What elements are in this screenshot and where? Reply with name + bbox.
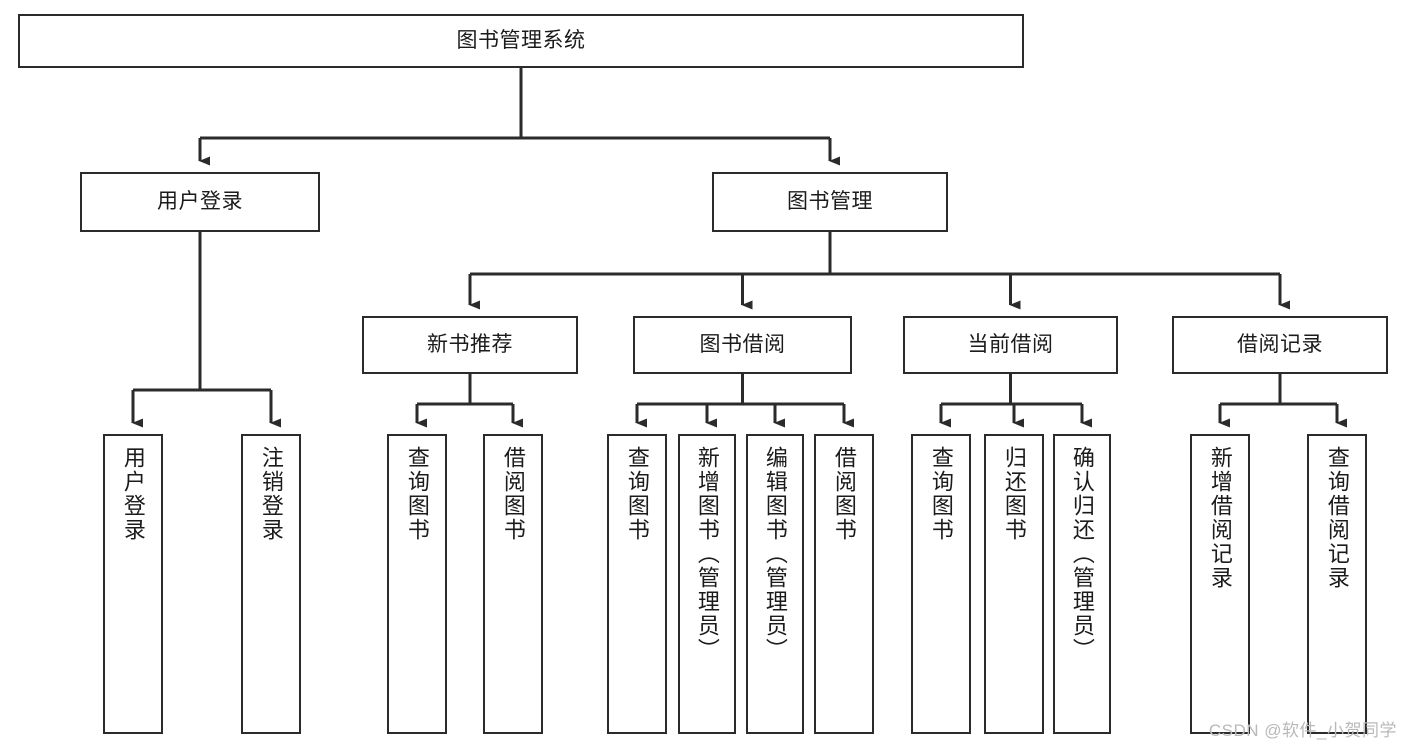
node-leaf-query-record[interactable]: 查询借阅记录 [1307, 434, 1367, 734]
node-label-leaf-query-book-borrow: 查询图书 [624, 446, 650, 542]
node-label-book-manage: 图书管理 [787, 189, 873, 213]
node-book-manage[interactable]: 图书管理 [712, 172, 948, 232]
node-leaf-user-logout[interactable]: 注销登录 [241, 434, 301, 734]
node-leaf-confirm-return[interactable]: 确认归还（管理员） [1053, 434, 1111, 734]
node-borrow-record[interactable]: 借阅记录 [1172, 316, 1388, 374]
node-label-book-borrow: 图书借阅 [699, 332, 786, 356]
node-label-leaf-user-logout: 注销登录 [258, 446, 284, 542]
node-label-leaf-add-book: 新增图书（管理员） [694, 446, 720, 662]
node-root[interactable]: 图书管理系统 [18, 14, 1024, 68]
node-label-current-borrow: 当前借阅 [967, 332, 1054, 356]
node-label-root: 图书管理系统 [456, 28, 586, 52]
node-label-leaf-borrow-book-rec: 借阅图书 [500, 446, 526, 542]
node-leaf-add-record[interactable]: 新增借阅记录 [1190, 434, 1250, 734]
node-label-leaf-borrow-book: 借阅图书 [831, 446, 857, 542]
node-label-leaf-add-record: 新增借阅记录 [1207, 446, 1233, 590]
node-label-new-book-rec: 新书推荐 [427, 332, 513, 356]
node-leaf-query-book-borrow[interactable]: 查询图书 [607, 434, 667, 734]
node-label-borrow-record: 借阅记录 [1237, 332, 1323, 356]
node-leaf-query-book-current[interactable]: 查询图书 [911, 434, 971, 734]
node-label-leaf-query-record: 查询借阅记录 [1324, 446, 1350, 590]
node-leaf-edit-book[interactable]: 编辑图书（管理员） [746, 434, 804, 734]
node-label-leaf-return-book: 归还图书 [1001, 446, 1027, 542]
node-leaf-add-book[interactable]: 新增图书（管理员） [678, 434, 736, 734]
node-label-user-login: 用户登录 [157, 189, 243, 213]
node-leaf-borrow-book[interactable]: 借阅图书 [814, 434, 874, 734]
node-leaf-borrow-book-rec[interactable]: 借阅图书 [483, 434, 543, 734]
node-label-leaf-edit-book: 编辑图书（管理员） [762, 446, 788, 662]
node-leaf-user-login[interactable]: 用户登录 [103, 434, 163, 734]
node-book-borrow[interactable]: 图书借阅 [633, 316, 852, 374]
node-user-login[interactable]: 用户登录 [80, 172, 320, 232]
node-label-leaf-confirm-return: 确认归还（管理员） [1069, 446, 1095, 662]
node-label-leaf-user-login: 用户登录 [120, 446, 146, 542]
node-current-borrow[interactable]: 当前借阅 [903, 316, 1118, 374]
node-new-book-rec[interactable]: 新书推荐 [362, 316, 578, 374]
node-label-leaf-query-book-current: 查询图书 [928, 446, 954, 542]
node-label-leaf-query-book-rec: 查询图书 [404, 446, 430, 542]
node-leaf-query-book-rec[interactable]: 查询图书 [387, 434, 447, 734]
node-leaf-return-book[interactable]: 归还图书 [984, 434, 1044, 734]
